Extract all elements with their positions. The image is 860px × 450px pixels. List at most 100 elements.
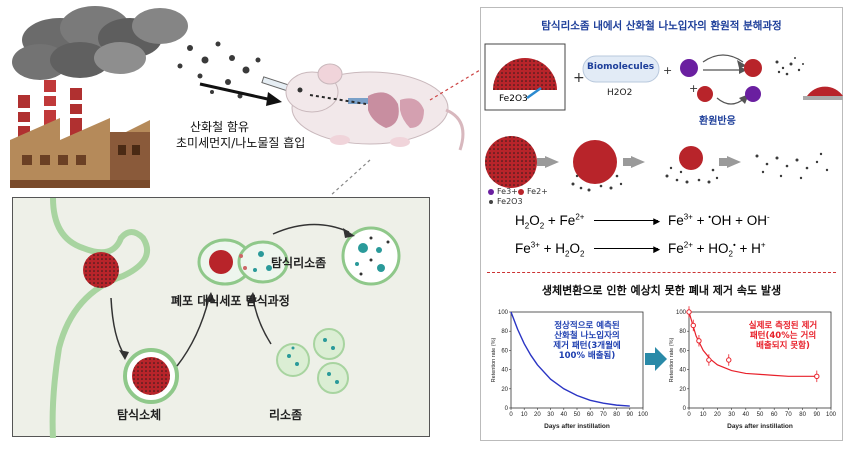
- data-point: [696, 338, 702, 344]
- chart-annotation: 100% 배출됨): [559, 350, 616, 361]
- equation-2: Fe3+ + H2O2 ▶ Fe2+ + HO2• + H+: [515, 240, 835, 258]
- plot-area: [510, 311, 644, 409]
- x-tick-label: 100: [826, 412, 837, 418]
- chart-annotation: 제거 패턴(3개월에: [553, 340, 621, 351]
- eq2-arrow: ▶: [594, 244, 660, 254]
- x-tick-label: 0: [509, 412, 513, 418]
- legend-fe3: Fe3+: [497, 187, 518, 196]
- particle-dots: [177, 41, 261, 99]
- x-tick-label: 30: [547, 412, 554, 418]
- x-tick-label: 50: [574, 412, 581, 418]
- phagosome-label: 탐식소체: [117, 408, 162, 422]
- h2o2-label: H2O2: [607, 88, 633, 98]
- phagolysosome-label: 탐식리소좀: [271, 256, 327, 270]
- data-point: [814, 373, 820, 380]
- y-tick-label: 0: [683, 406, 687, 412]
- eq1-arrow: ▶: [594, 216, 660, 226]
- chart-annotation: 정상적으로 예측된: [554, 320, 620, 331]
- y-tick-label: 20: [501, 387, 508, 393]
- svg-text:+: +: [663, 64, 672, 77]
- mouse-icon: [285, 63, 465, 151]
- y-tick-label: 60: [679, 348, 686, 354]
- x-tick-label: 80: [613, 412, 620, 418]
- process-arrows: [110, 223, 355, 367]
- y-tick-label: 80: [679, 329, 686, 335]
- phagolysosome-icon: [341, 226, 401, 286]
- svg-text:+: +: [573, 70, 585, 86]
- x-tick-label: 20: [714, 412, 721, 418]
- x-axis-label: Days after instillation: [544, 423, 610, 430]
- fe2o3-label: Fe2O3: [499, 94, 528, 104]
- y-tick-label: 20: [679, 387, 686, 393]
- phagocytosis-title: 폐포 대식세포 탐식과정: [171, 294, 290, 308]
- smoke-cloud: [12, 6, 188, 80]
- x-tick-label: 40: [742, 412, 749, 418]
- y-tick-label: 40: [679, 368, 686, 374]
- eq1-left: H2O2 + Fe2+: [515, 212, 585, 231]
- clearance-title: 생체변환으로 인한 예상치 못한 폐내 제거 속도 발생: [541, 284, 782, 297]
- legend-fe2o3: Fe2O3: [497, 197, 523, 206]
- fusing-vesicle-icon: [197, 238, 289, 286]
- y-axis-label: Retention rate (%): [669, 338, 675, 383]
- x-tick-label: 60: [771, 412, 778, 418]
- y-tick-label: 0: [505, 406, 509, 412]
- fit-line: [688, 311, 817, 377]
- data-point: [726, 357, 732, 363]
- x-tick-label: 10: [521, 412, 528, 418]
- equation-1: H2O2 + Fe2+ ▶ Fe3+ + •OH + OH-: [515, 212, 835, 230]
- x-tick-label: 50: [757, 412, 764, 418]
- x-tick-label: 10: [700, 412, 707, 418]
- chart-annotation: 배출되지 못함): [756, 340, 810, 351]
- y-tick-label: 100: [676, 310, 687, 316]
- x-tick-label: 70: [785, 412, 792, 418]
- y-tick-label: 80: [501, 329, 508, 335]
- chart-annotation: 패턴(40%는 거의: [750, 330, 816, 341]
- data-point: [690, 322, 696, 329]
- legend-fe2: Fe2+: [527, 187, 548, 196]
- y-tick-label: 40: [501, 368, 508, 374]
- x-tick-label: 90: [626, 412, 633, 418]
- plot-area: [688, 311, 832, 409]
- svg-text:+: +: [689, 82, 698, 95]
- lysosome-label: 리소좀: [269, 408, 303, 422]
- x-tick-label: 20: [534, 412, 541, 418]
- chart-annotation: 산화철 나노입자의: [554, 330, 620, 341]
- biomolecules-label: Biomolecules: [587, 62, 655, 72]
- y-tick-label: 100: [498, 310, 509, 316]
- x-tick-label: 100: [638, 412, 649, 418]
- x-tick-label: 70: [600, 412, 607, 418]
- x-tick-label: 0: [687, 412, 691, 418]
- phagocytosis-panel: 탐식리소좀 폐포 대식세포 탐식과정 탐식소체 리소좀: [12, 197, 430, 438]
- x-tick-label: 90: [813, 412, 820, 418]
- data-point: [706, 357, 712, 363]
- x-tick-label: 80: [799, 412, 806, 418]
- comparison-arrow-icon: [645, 347, 667, 371]
- series-line: [510, 311, 630, 407]
- eq2-left: Fe3+ + H2O2: [515, 240, 585, 259]
- degradation-diagram: + + +: [484, 43, 843, 204]
- phagocytosis-diagram: [49, 198, 401, 438]
- x-tick-label: 60: [587, 412, 594, 418]
- y-tick-label: 60: [501, 348, 508, 354]
- chart-annotation: 실제로 측정된 제거: [749, 320, 817, 331]
- eq2-right: Fe2+ + HO2• + H+: [667, 240, 766, 259]
- eq1-right: Fe3+ + •OH + OH-: [667, 212, 770, 228]
- inhalation-arrow: [199, 82, 282, 106]
- reduction-label: 환원반응: [699, 116, 736, 127]
- factory-icon: [10, 80, 150, 188]
- section-divider: [487, 272, 836, 273]
- inhalation-scene: [10, 6, 465, 188]
- lysosome-icon: [276, 328, 349, 394]
- degradation-section: 탐식리소좀 내에서 산화철 나노입자의 환원적 분해과정 + +: [481, 8, 843, 270]
- inhalation-label: 산화철 함유 초미세먼지/나노물질 흡입: [176, 119, 305, 151]
- x-tick-label: 30: [728, 412, 735, 418]
- nanoparticle-icon: [83, 252, 119, 288]
- inhalation-label-line1: 산화철 함유: [190, 120, 250, 134]
- inhalation-label-line2: 초미세먼지/나노물질 흡입: [176, 136, 306, 150]
- y-axis-label: Retention rate (%): [491, 338, 497, 383]
- degradation-title: 탐식리소좀 내에서 산화철 나노입자의 환원적 분해과정: [541, 20, 782, 32]
- data-point: [686, 309, 692, 315]
- x-axis-label: Days after instillation: [727, 423, 793, 430]
